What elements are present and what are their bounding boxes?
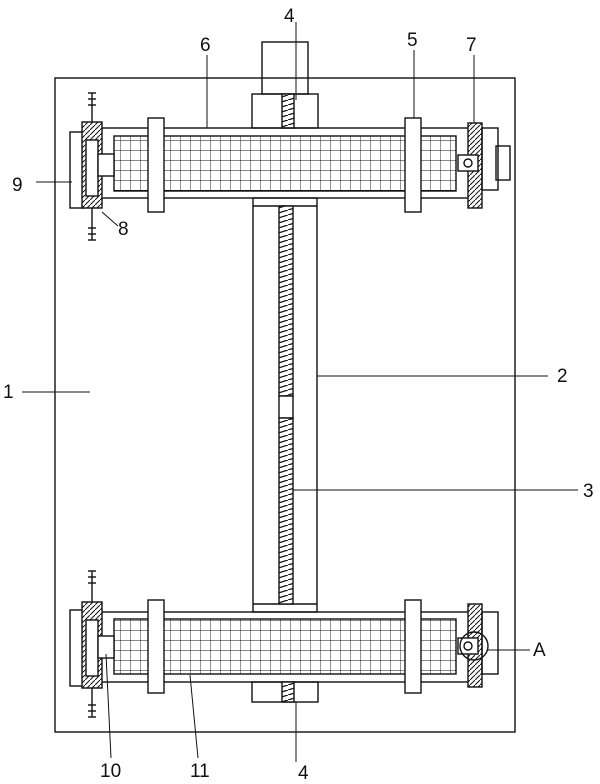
label-2: 2 (557, 366, 568, 387)
base-plate (54, 77, 516, 733)
leader-lines (22, 22, 578, 762)
lead-screw-coupling (278, 395, 294, 419)
bottom-right-bolt-head (463, 641, 473, 651)
label-4-top: 4 (284, 6, 295, 27)
label-4-bottom: 4 (298, 763, 309, 784)
top-right-bolt (457, 154, 479, 172)
top-left-clamp-window (85, 139, 99, 197)
top-screw-section (281, 93, 295, 129)
bottom-slider-right (404, 599, 422, 694)
label-3: 3 (583, 481, 594, 502)
label-1: 1 (3, 382, 14, 403)
top-right-cap (481, 127, 499, 191)
label-10: 10 (100, 761, 121, 782)
label-9: 9 (12, 175, 23, 196)
top-motor-housing (261, 41, 309, 95)
lead-screw-lower (278, 417, 294, 605)
label-8: 8 (118, 219, 129, 240)
top-right-bolt-head (463, 158, 473, 168)
label-7: 7 (466, 35, 477, 56)
top-mesh-plate (113, 135, 457, 192)
top-right-nut (495, 145, 511, 181)
lead-screw-upper (278, 205, 294, 397)
bottom-mesh-plate (113, 618, 457, 675)
detail-a-circle (459, 631, 489, 661)
bottom-screw-section (281, 681, 295, 703)
bottom-right-bolt (457, 637, 479, 655)
label-A: A (533, 640, 546, 661)
bottom-right-cap (481, 611, 499, 675)
top-slider-right (404, 117, 422, 213)
bottom-slider-left (147, 599, 165, 694)
top-left-shaft (97, 153, 115, 177)
label-6: 6 (200, 35, 211, 56)
bottom-left-clamp-window (85, 619, 99, 677)
label-5: 5 (407, 30, 418, 51)
label-11: 11 (190, 761, 210, 782)
top-slider-left (147, 117, 165, 213)
